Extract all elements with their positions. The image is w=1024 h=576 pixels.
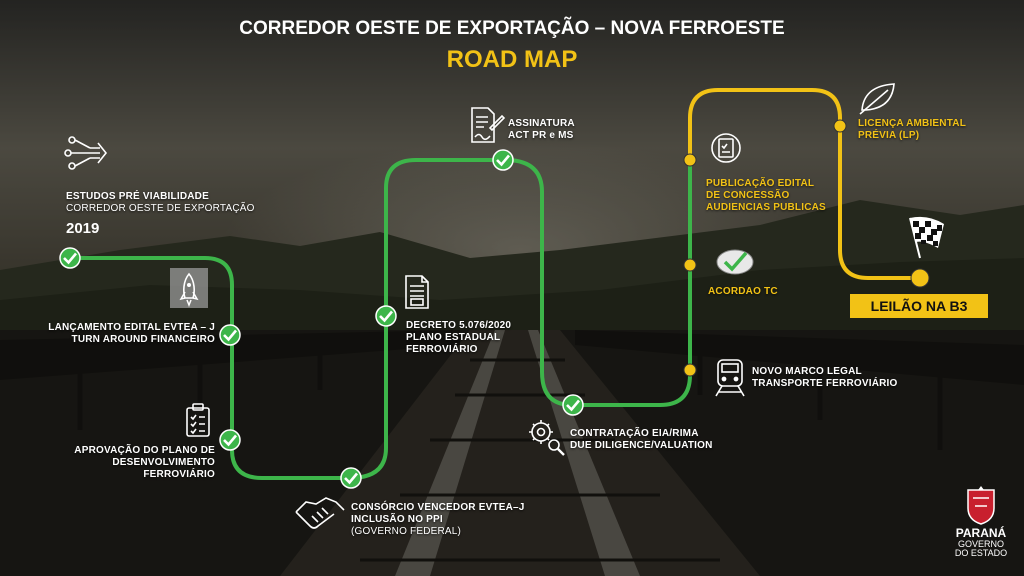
leilao-badge: LEILÃO NA B3 xyxy=(850,294,988,318)
clipboard-checklist-icon xyxy=(186,403,210,437)
contratacao-label: CONTRATAÇÃO EIA/RIMA DUE DILIGENCE/VALUA… xyxy=(570,428,713,451)
milestone-dot-publicacao xyxy=(683,153,697,167)
state-coat-of-arms-icon xyxy=(967,486,995,525)
network-arrows-icon xyxy=(64,136,108,170)
milestone-check-contratacao xyxy=(562,394,584,416)
page-title: CORREDOR OESTE DE EXPORTAÇÃO – NOVA FERR… xyxy=(239,18,785,39)
train-icon xyxy=(715,359,745,397)
logo-sub-2: DO ESTADO xyxy=(954,548,1008,558)
milestone-check-estudos xyxy=(59,247,81,269)
decreto-label: DECRETO 5.076/2020 PLANO ESTADUAL FERROV… xyxy=(406,320,512,355)
page-subtitle: ROAD MAP xyxy=(446,46,578,73)
logo-name: PARANÁ xyxy=(955,526,1007,540)
acordao-label: ACORDAO TC xyxy=(708,286,778,297)
milestone-check-decreto xyxy=(375,305,397,327)
milestone-check-consorcio xyxy=(340,467,362,489)
milestone-check-assinatura xyxy=(492,149,514,171)
milestone-dot-marco xyxy=(683,363,697,377)
checklist-icon xyxy=(711,133,741,163)
consorcio-label: CONSÓRCIO VENCEDOR EVTEA–J INCLUSÃO NO P… xyxy=(351,502,525,537)
rocket-icon xyxy=(170,268,208,308)
estudos-label: ESTUDOS PRÉ VIABILIDADE CORREDOR OESTE D… xyxy=(66,191,255,214)
milestone-dot-leilao xyxy=(910,268,930,288)
milestone-check-aprovacao xyxy=(219,429,241,451)
licenca-label: LICENÇA AMBIENTAL PRÉVIA (LP) xyxy=(858,118,967,141)
leaf-icon xyxy=(859,83,895,115)
assinatura-label: ASSINATURA ACT PR e MS xyxy=(508,118,575,141)
checkered-flag-icon xyxy=(909,216,944,259)
milestone-check-lancamento xyxy=(219,324,241,346)
check-badge-icon xyxy=(716,249,754,275)
handshake-icon xyxy=(295,497,345,529)
signed-document-icon xyxy=(471,107,506,143)
lancamento-label: LANÇAMENTO EDITAL EVTEA – J TURN AROUND … xyxy=(48,322,215,345)
gear-magnifier-icon xyxy=(529,420,565,456)
parana-logo: PARANÁ GOVERNO DO ESTADO xyxy=(946,527,1016,558)
publicacao-label: PUBLICAÇÃO EDITAL DE CONCESSÃO AUDIENCIA… xyxy=(706,178,826,213)
document-icon xyxy=(405,275,429,309)
estudos-year: 2019 xyxy=(66,220,100,237)
pending-route-line xyxy=(688,88,920,280)
milestone-dot-licenca xyxy=(833,119,847,133)
logo-sub-1: GOVERNO xyxy=(957,539,1004,549)
milestone-dot-acordao xyxy=(683,258,697,272)
marco-label: NOVO MARCO LEGAL TRANSPORTE FERROVIÁRIO xyxy=(752,366,898,389)
aprovacao-label: APROVAÇÃO DO PLANO DE DESENVOLVIMENTO FE… xyxy=(74,445,215,480)
